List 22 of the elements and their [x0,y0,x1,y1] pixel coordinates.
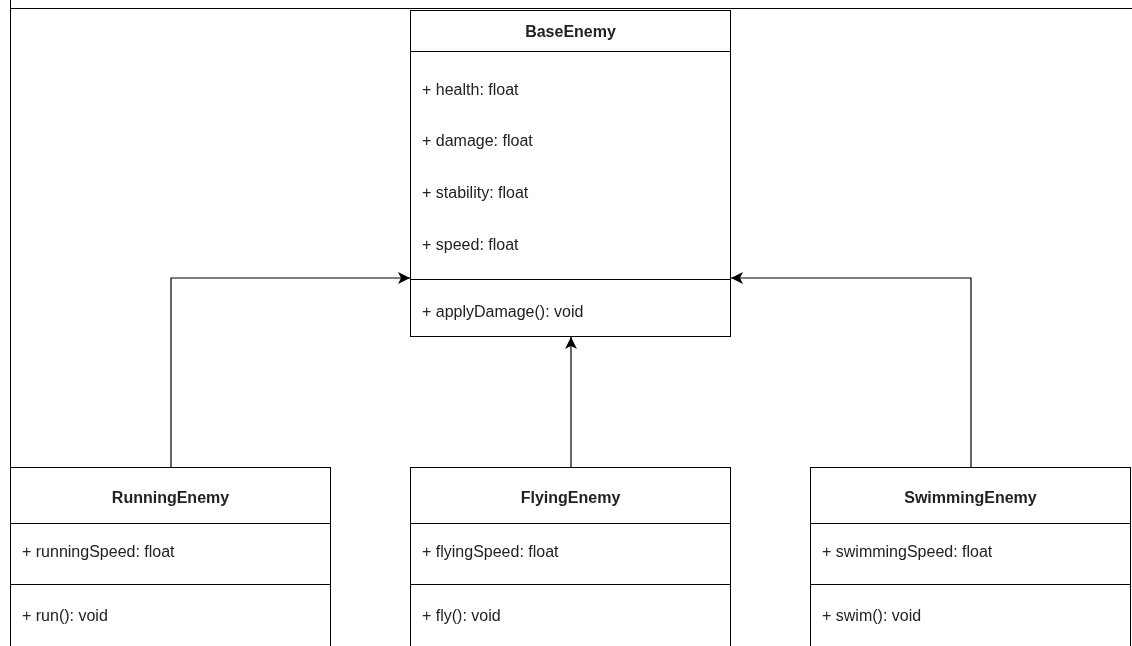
class-method: + fly(): void [422,606,502,626]
inheritance-arrow [730,272,972,468]
class-attribute: + stability: float [422,183,530,203]
class-name: FlyingEnemy [519,488,622,508]
class-method: + run(): void [22,606,109,626]
inheritance-arrow [170,272,411,468]
class-attribute: + flyingSpeed: float [422,542,560,562]
class-attribute: + speed: float [422,235,520,255]
class-attribute: + runningSpeed: float [22,542,176,562]
class-box [410,467,731,646]
class-box [810,467,1131,646]
class-method: + swim(): void [822,606,923,626]
class-name: RunningEnemy [110,488,231,508]
class-method: + applyDamage(): void [422,302,585,322]
class-name: BaseEnemy [524,22,617,42]
class-attribute: + health: float [422,80,520,100]
inheritance-arrow [565,336,577,468]
class-box [410,10,731,337]
class-attribute: + damage: float [422,131,534,151]
class-attribute: + swimmingSpeed: float [822,542,994,562]
class-box [10,467,331,646]
class-name: SwimmingEnemy [903,488,1038,508]
